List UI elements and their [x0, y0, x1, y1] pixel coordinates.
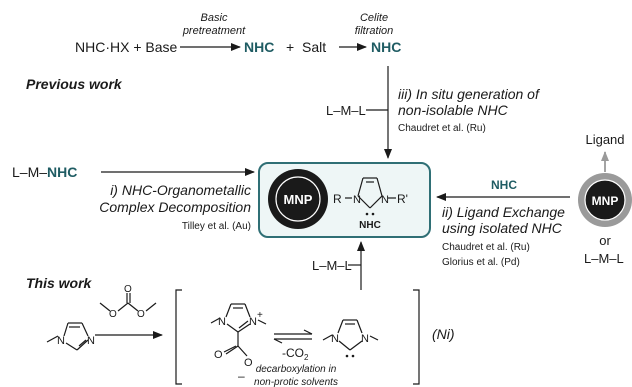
decarboxylation-note-line2: non-protic solvents [254, 377, 338, 387]
product2-nhc: NHC [371, 39, 401, 55]
route-i-reference: Tilley et al. (Au) [182, 221, 251, 232]
nhc-r-right: R' [397, 192, 408, 206]
left-bracket [175, 289, 182, 385]
step2-label-line2: filtration [355, 25, 394, 37]
imidazole-n3: N [87, 335, 95, 347]
mnp-particle-inner [275, 176, 321, 222]
right-route: NHC ii) Ligand Exchange using isolated N… [436, 132, 632, 268]
imidazolium-carboxylate [210, 303, 267, 357]
equilibrium-forward-head [303, 329, 313, 335]
carbonate-o-left: O [109, 309, 117, 320]
carbonate-o-top: O [124, 284, 132, 295]
free-carbene-lone-pair-2 [351, 354, 355, 358]
right-bracket [413, 289, 420, 385]
carboxylate-minus-sign: – [238, 369, 245, 383]
top-route: NHC·HX + Base Basic pretreatment NHC + S… [75, 12, 401, 55]
ligand-capped-mnp-label: MNP [592, 194, 619, 208]
zwitterion-n3-plus: N [249, 316, 257, 328]
route-ii-label-line2: using isolated NHC [442, 220, 563, 236]
route-iii-label-line1: iii) In situ generation of [398, 86, 541, 102]
ligand-label: Ligand [585, 132, 624, 147]
imidazole-n1: N [57, 335, 65, 347]
free-nhc-n1: N [331, 333, 339, 345]
route-ii-label-line1: ii) Ligand Exchange [442, 204, 565, 220]
nhc-tag: NHC [359, 220, 381, 231]
route-i-label-line2: Complex Decomposition [99, 199, 251, 215]
left-complex: L–M–NHC [12, 164, 77, 180]
product1-nhc: NHC [244, 39, 274, 55]
salt-label: Salt [302, 39, 326, 55]
right-complex: L–M–L [584, 251, 624, 266]
route-iii-reference: Chaudret et al. (Ru) [398, 123, 486, 134]
reactant-nhc-hx: NHC·HX + Base [75, 39, 178, 55]
route-ii-reference-2: Glorius et al. (Pd) [442, 257, 520, 268]
carboxylate-o-minus: O [244, 357, 253, 369]
route-ii-reference-1: Chaudret et al. (Ru) [442, 242, 530, 253]
free-nhc-ime [322, 319, 379, 351]
carbene-lone-pair-1 [365, 212, 369, 216]
step2-label-line1: Celite [360, 12, 388, 24]
route-ii-arrow-label: NHC [491, 178, 517, 192]
plus-sign: + [286, 39, 294, 55]
center-product: MNP R N N R' NHC [258, 162, 431, 238]
this-work-heading: This work [26, 275, 93, 291]
nhc-r-left: R [333, 192, 342, 206]
zwitterion-plus: + [257, 310, 263, 321]
nhc-n-left: N [353, 194, 361, 206]
previous-work-heading: Previous work [26, 76, 123, 92]
mnp-label: MNP [284, 192, 313, 207]
free-carbene-lone-pair-1 [345, 354, 349, 358]
route-iii-complex: L–M–L [326, 103, 366, 118]
carbene-lone-pair-2 [371, 212, 375, 216]
route-iii-label-line2: non-isolable NHC [398, 102, 509, 118]
step1-label-line2: pretreatment [182, 25, 246, 37]
free-nhc-n3: N [361, 333, 369, 345]
this-work: This work L–M–L N N O O O [26, 241, 455, 387]
nhc-n-right: N [381, 194, 389, 206]
previous-work: Previous work L–M–L iii) In situ generat… [26, 66, 541, 159]
route-i-label-line1: i) NHC-Organometallic [110, 182, 251, 198]
left-route: L–M–NHC i) NHC-Organometallic Complex De… [12, 164, 255, 232]
equilibrium-backward-head [273, 338, 283, 344]
minus-co2: -CO2 [282, 346, 309, 362]
n-methylimidazole [46, 322, 89, 351]
carboxylate-o-double: O [214, 349, 223, 361]
dimethyl-carbonate [99, 293, 157, 312]
zwitterion-n1: N [218, 316, 226, 328]
nickel-tag: (Ni) [432, 326, 455, 342]
carbonate-o-right: O [137, 309, 145, 320]
ligand-capped-mnp-core [584, 179, 626, 221]
decarboxylation-note-line1: decarboxylation in [256, 364, 337, 375]
or-label: or [599, 233, 611, 248]
step1-label-line1: Basic [201, 12, 228, 24]
this-work-up-complex: L–M–L [312, 258, 352, 273]
nhc-ring [345, 177, 396, 209]
